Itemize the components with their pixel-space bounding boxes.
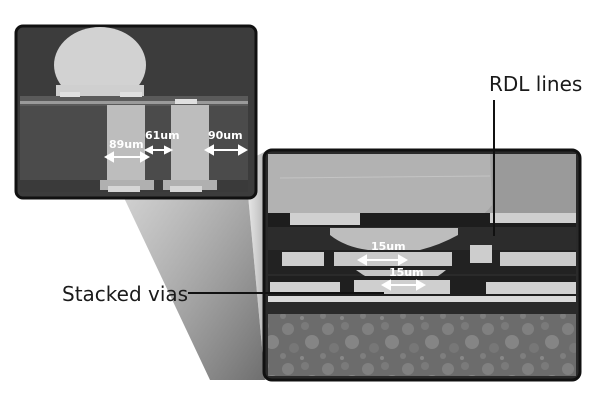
upper-via-width-label: 15um [371,240,406,253]
lower-via-width-label: 15um [389,266,424,279]
leader-lines [188,100,495,294]
zoom-cone [118,150,268,380]
detail-micrograph: 15um 15um [262,148,582,382]
overview-right-gap-label: 90um [208,129,243,142]
detail-arrows [356,254,427,291]
rdl-lines-label: RDL lines [489,72,583,96]
stacked-vias-label: Stacked vias [62,282,189,306]
overview-spacing-label: 61um [145,129,180,142]
overview-arrows [103,144,249,163]
overview-micrograph: 89um 61um 90um [14,24,258,200]
overview-via-width-label: 89um [109,138,144,151]
